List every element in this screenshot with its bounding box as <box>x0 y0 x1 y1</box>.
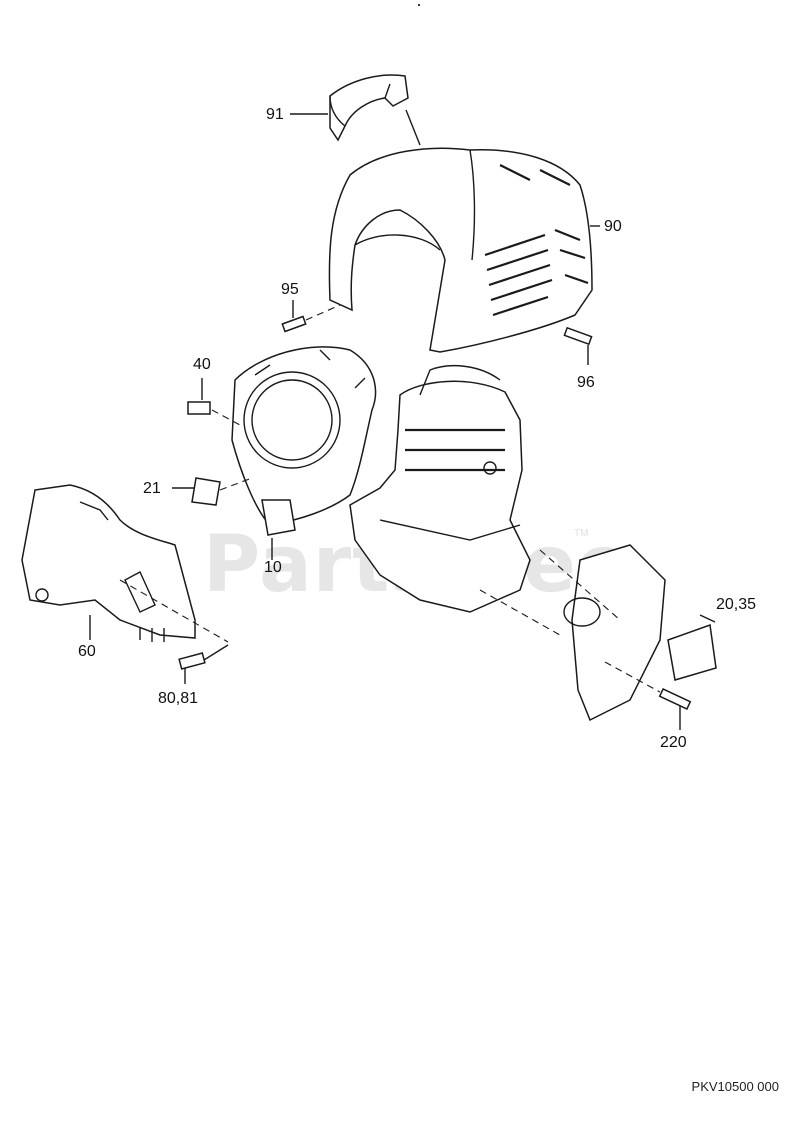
stray-dot <box>418 4 420 6</box>
part-95-screw[interactable] <box>281 300 341 333</box>
part-21-label[interactable] <box>172 477 253 506</box>
watermark-trademark: TM <box>574 528 589 539</box>
label-60: 60 <box>78 643 96 660</box>
part-10-fan-housing[interactable] <box>231 346 377 560</box>
part-90-engine-cover[interactable] <box>328 109 600 353</box>
label-80-81: 80,81 <box>158 690 199 707</box>
label-95: 95 <box>281 281 299 298</box>
label-21: 21 <box>143 480 161 497</box>
part-91-cap[interactable] <box>290 74 409 142</box>
part-220-screw[interactable] <box>604 661 692 730</box>
part-96-screw[interactable] <box>563 326 593 365</box>
engine-block[interactable] <box>349 365 531 613</box>
label-96: 96 <box>577 374 595 391</box>
muffler-assembly[interactable] <box>479 544 666 722</box>
label-90: 90 <box>604 218 622 235</box>
part-40-bolt[interactable] <box>187 378 241 426</box>
part-60-shield[interactable] <box>21 484 229 643</box>
diagram-code: PKV10500 000 <box>691 1079 779 1094</box>
cover-vents <box>484 164 589 317</box>
label-91: 91 <box>266 106 284 123</box>
part-80-81-screw[interactable] <box>178 644 229 684</box>
label-20-35: 20,35 <box>716 596 757 613</box>
label-10: 10 <box>264 559 282 576</box>
part-20-35-plate[interactable] <box>667 614 717 681</box>
label-40: 40 <box>193 356 211 373</box>
label-220: 220 <box>660 734 687 751</box>
